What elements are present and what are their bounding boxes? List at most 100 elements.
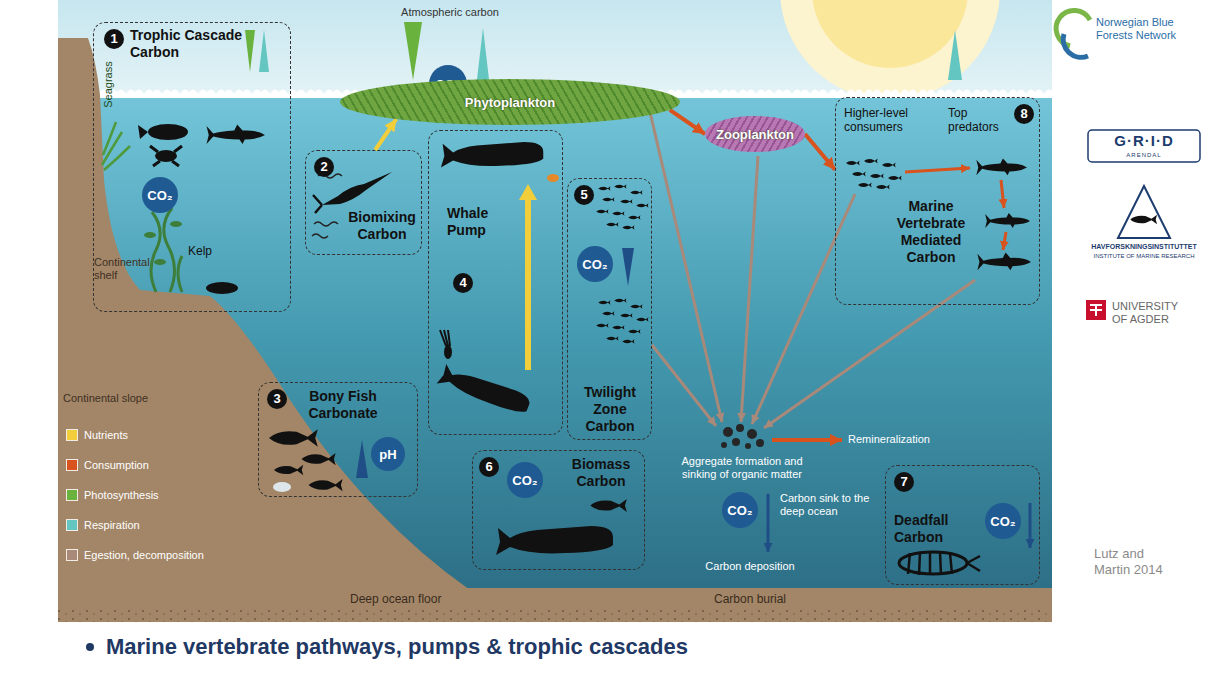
diving-whale [437,362,532,419]
callout-number: 1 [104,29,124,49]
grid-logo-frame [1088,130,1200,162]
turtle [155,150,177,162]
annotation-label: Continental slope [63,392,183,405]
annotation-label: HAVFORSKNINGSINSTITUTTET [1074,242,1214,251]
top-predator-shark [977,252,1031,270]
co2-bubble: CO₂ [507,462,543,498]
plankton-ellipse: Zooplankton [705,116,805,152]
sun-halo [780,0,1000,100]
kelp-leaf [170,221,182,227]
egestion-arrow [764,280,975,428]
nbfn-logo-arc [1063,34,1088,57]
kelp-stalks [151,208,182,292]
group-title: Deadfall Carbon [894,512,976,546]
mixing-lines [312,174,342,238]
small-fish [876,185,890,190]
carbon-sink-arrow [767,494,770,552]
squid-arms [440,330,450,346]
small-fish [620,313,632,317]
flow-arrow [670,110,705,134]
small-fish [612,325,624,329]
particle [723,427,733,437]
node-label: Zooplankton [716,127,794,142]
photosynthesis-arrow [245,30,255,72]
small-fish [602,197,614,201]
group-title: Marine Vertebrate Mediated Carbon [881,198,981,266]
group-title: Whale Pump [447,205,522,239]
particle [747,429,757,439]
small-fish [636,203,648,207]
squid [444,345,452,359]
group-title: Trophic Cascade Carbon [130,27,245,61]
callout-number: 7 [894,472,914,492]
manatee-tail [138,125,148,139]
node-label: CO₂ [147,188,172,203]
nutrient-arrow [525,198,531,370]
small-fish [846,161,860,166]
kelp-leaf [144,232,156,238]
annotation-label: Kelp [188,244,212,258]
bony-fish [269,429,318,447]
node-label: pH [379,447,396,462]
uia-logo [1086,300,1106,320]
bony-fish [302,453,336,465]
co2-bubble: CO₂ [985,503,1021,539]
sperm-whale [441,142,543,167]
small-fish [622,225,634,229]
particle [721,442,727,448]
node-label: CO₂ [512,473,537,488]
whale-faeces [547,174,559,182]
annotation-label: Deep ocean floor [350,592,470,606]
annotation-label: Remineralization [848,433,930,446]
seagrass-blades [102,122,130,170]
small-fish [864,159,878,164]
small-fish [630,190,642,194]
carbon-down-arrow [622,248,634,286]
node-label: CO₂ [990,514,1015,529]
sediment [58,609,1052,622]
small-fish [622,339,634,343]
turtle-flippers [150,146,182,166]
group-box: Whale Pump4 [428,130,563,435]
group-title: Biomass Carbon [561,456,641,490]
small-fish [852,172,866,177]
aggregate-particles [721,424,764,449]
small-fish [630,304,642,308]
group-box: 1 Trophic Cascade CarbonCO₂ [93,22,291,312]
carcass-ribs [908,552,980,575]
group-title: Twilight Zone Carbon [572,384,648,435]
consumption-arrow [905,168,970,172]
annotation-label: INSTITUTE OF MARINE RESEARCH [1074,252,1214,260]
legend-swatch [66,459,78,471]
annotation-label: Norwegian Blue Forests Network [1096,16,1178,42]
annotation-label: UNIVERSITY OF AGDER [1112,300,1192,326]
particle [756,439,764,447]
small-fish [606,222,618,226]
small-fish [598,186,610,190]
co2-bubble: CO₂ [722,492,758,528]
bony-fish [309,479,343,491]
tuna [590,499,627,512]
group-box: 2Biomixing Carbon [305,150,422,255]
group-box: 3Bony Fish CarbonatepH [258,382,418,497]
legend-text: Photosynthesis [84,488,159,502]
annotation-label: Carbon burial [700,592,800,606]
annotation-label: Carbon sink to the deep ocean [780,492,876,518]
small-fish [614,184,626,188]
small-fish [620,199,632,203]
particle [732,438,740,446]
annotation-label: Continental shelf [94,256,158,282]
small-fish [882,163,896,168]
nutrient-arrow-head [519,184,537,200]
ph-bubble: pH [371,437,405,471]
manatee [148,124,188,140]
node-label: CO₂ [727,503,752,518]
legend-text: Nutrients [84,428,128,442]
small-fish [602,311,614,315]
small-fish [606,336,618,340]
caption-bullet [86,643,94,651]
small-fish [628,329,640,333]
legend-swatch [66,549,78,561]
group-box: 5Twilight Zone CarbonCO₂ [567,178,652,440]
small-fish [858,183,872,188]
